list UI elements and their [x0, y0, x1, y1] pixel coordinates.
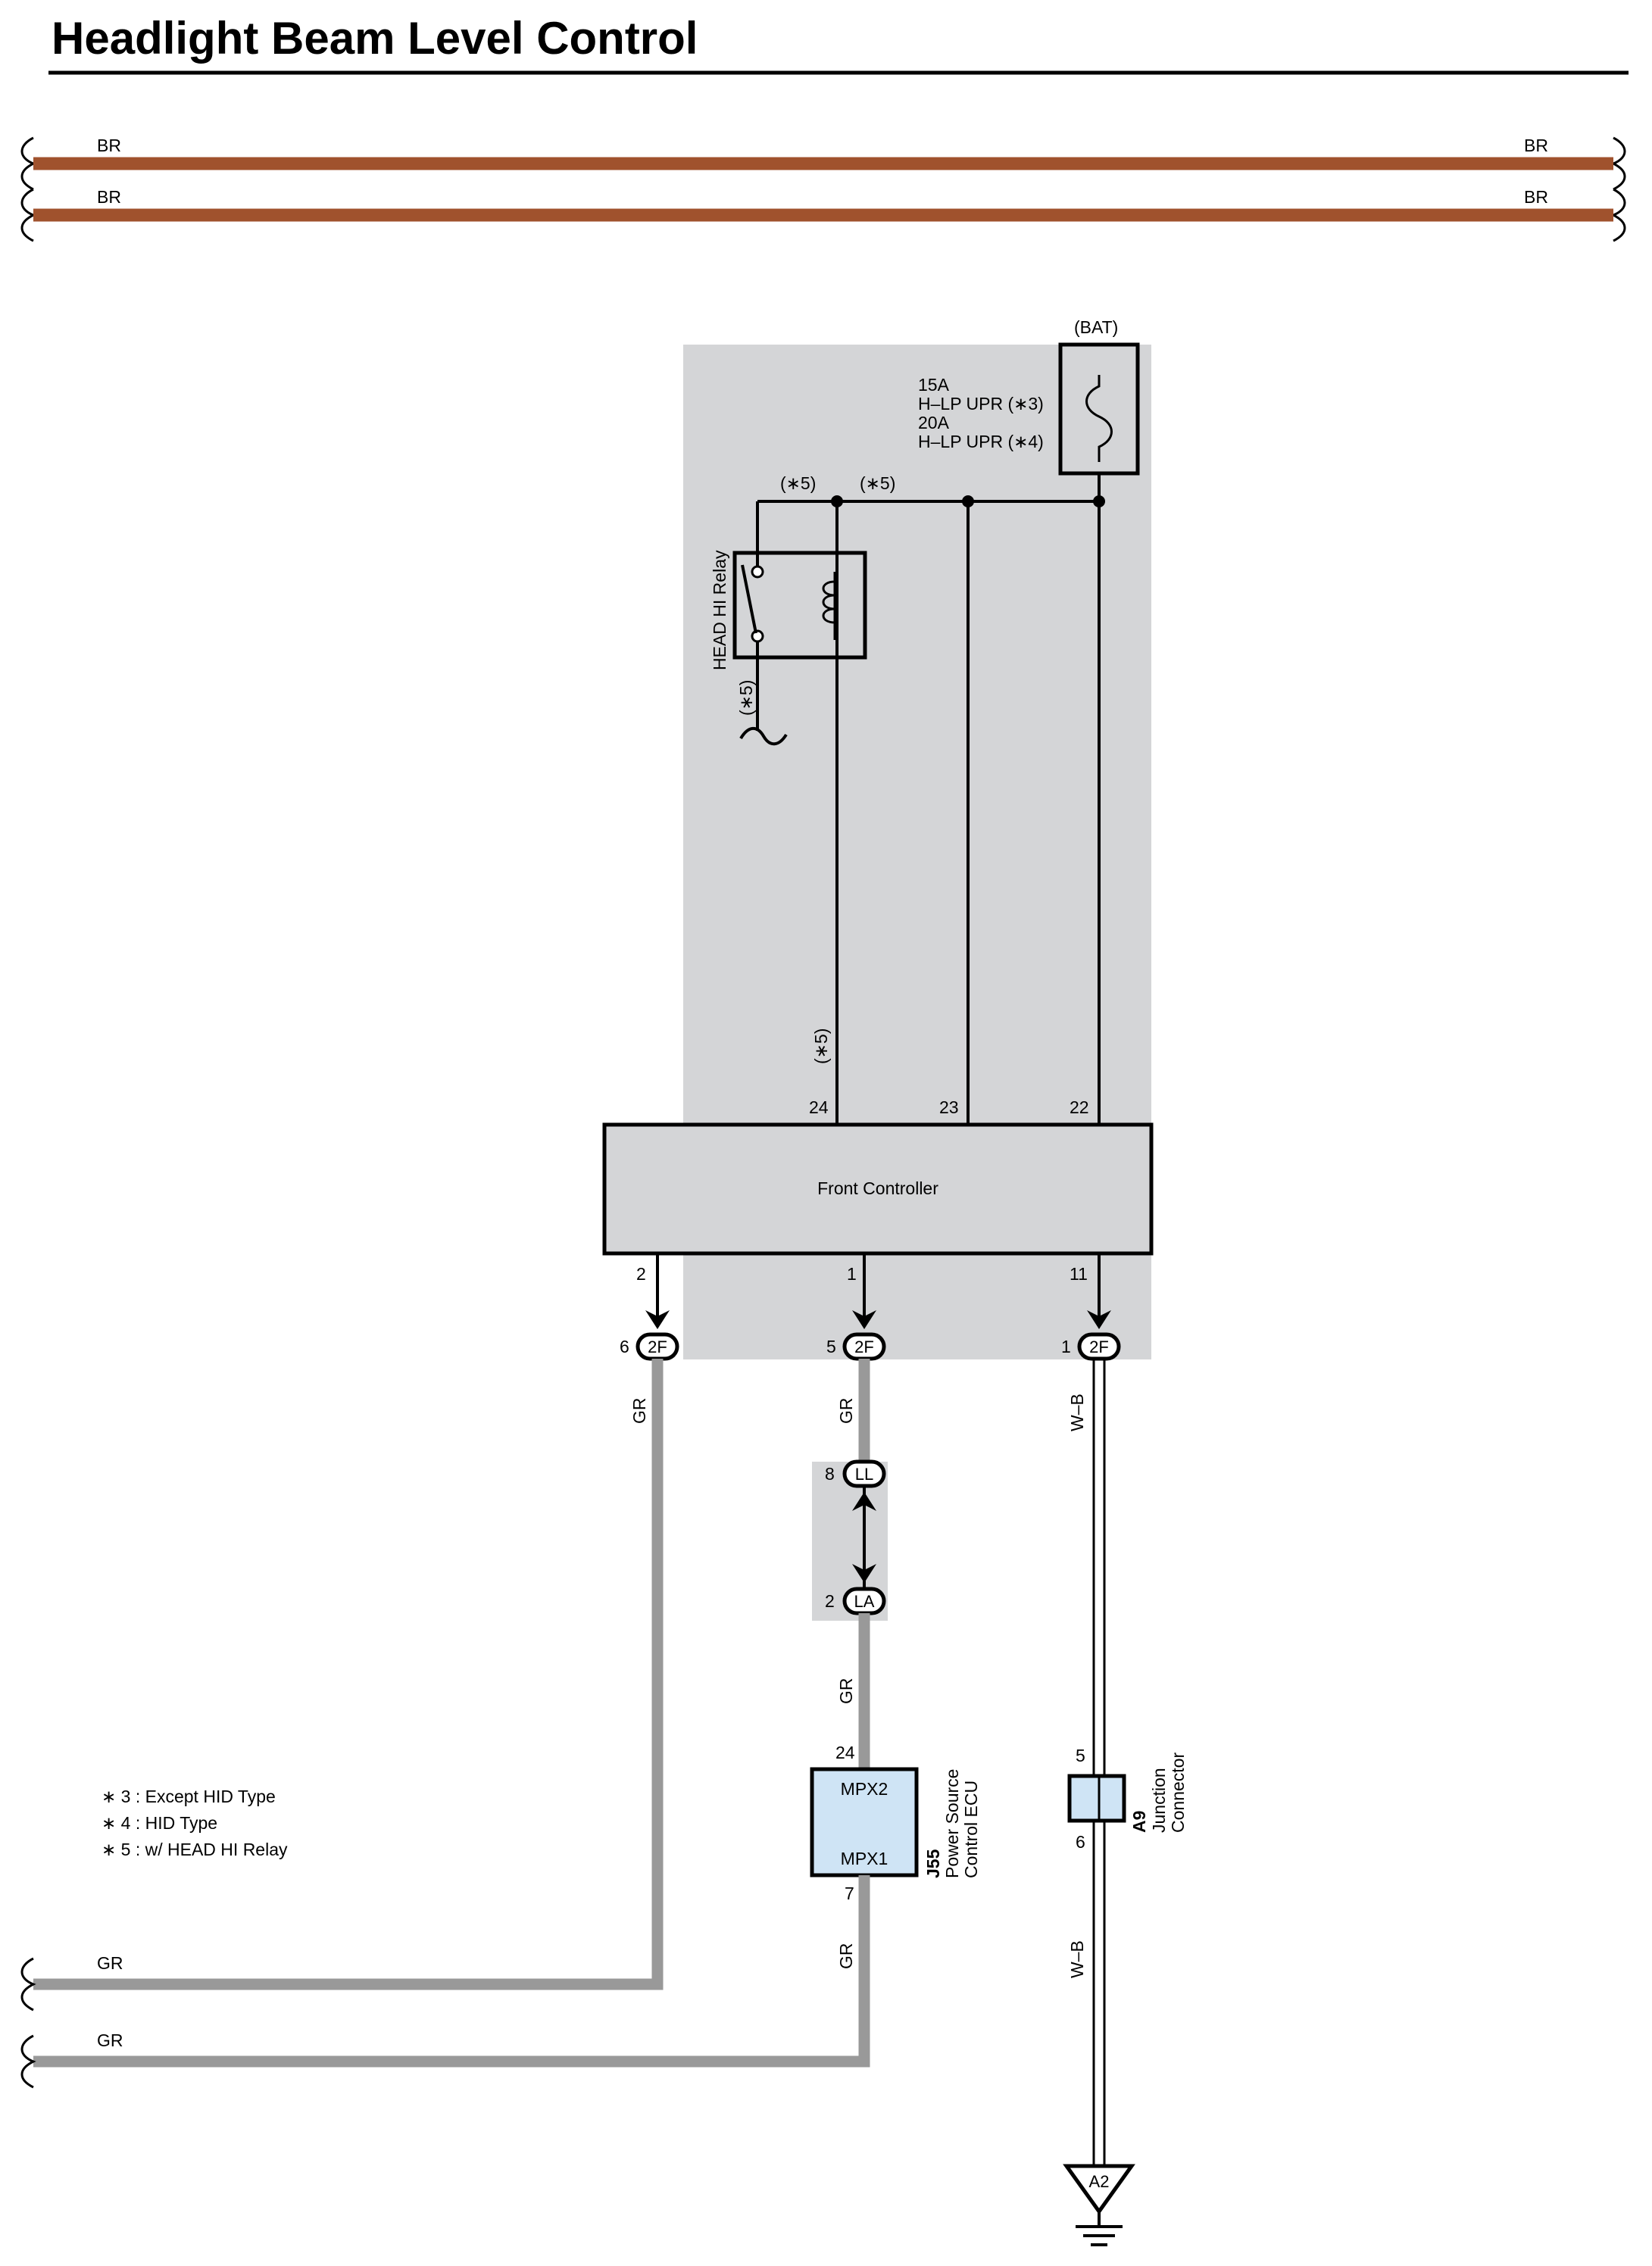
br-wire-top — [20, 136, 1626, 191]
fuse-name-2: H–LP UPR (∗4) — [918, 432, 1044, 451]
wire-label-gr-4: GR — [836, 1943, 856, 1970]
wire-break-gr-left-2 — [20, 2034, 36, 2089]
ecu-terminal-mpx1: MPX1 — [841, 1849, 888, 1868]
connector-2f-code: 2F — [1089, 1337, 1109, 1356]
gr-wire-middle-bottom — [33, 1875, 870, 2068]
front-controller-label: Front Controller — [817, 1178, 938, 1198]
ground-code: A2 — [1089, 2172, 1110, 2191]
connector-la: LA — [842, 1587, 886, 1615]
connector-2f-pin-6: 6 — [620, 1337, 629, 1356]
wire-break-gr-left-1 — [20, 1957, 36, 2012]
ecu-code: J55 — [923, 1849, 943, 1878]
connector-ll-pin: 8 — [825, 1464, 835, 1484]
ecu-name-line2: Control ECU — [961, 1781, 981, 1878]
ll-arrow — [852, 1492, 876, 1511]
connector-2f-pin-5: 5 — [826, 1337, 836, 1356]
wire-label-gr-3: GR — [836, 1678, 856, 1705]
junction-name-line2: Connector — [1168, 1753, 1188, 1833]
junction-code: A9 — [1129, 1811, 1149, 1833]
relay-note: (∗5) — [736, 680, 756, 716]
junction-pin-5: 5 — [1076, 1746, 1085, 1765]
front-controller-box — [602, 1122, 1154, 1256]
junction-name-line1: Junction — [1149, 1768, 1169, 1833]
note-5: ∗ 5 : w/ HEAD HI Relay — [101, 1840, 288, 1859]
connector-ll: LL — [842, 1459, 886, 1488]
connector-2f-pin6: 2F — [636, 1332, 679, 1361]
junction-note-2: (∗5) — [860, 473, 895, 493]
junction-pin-6: 6 — [1076, 1832, 1085, 1852]
gr-wire-left — [33, 1359, 664, 1990]
la-arrow — [852, 1564, 876, 1583]
connector-la-code: LA — [854, 1592, 875, 1611]
fuse-source-label: (BAT) — [1074, 317, 1118, 337]
relay-label: HEAD HI Relay — [710, 550, 729, 670]
arrow-heads — [645, 1310, 1111, 1329]
wire-label-gr-left-1: GR — [97, 1953, 123, 1973]
fc-pin-23: 23 — [939, 1097, 959, 1117]
ecu-name-line1: Power Source — [942, 1769, 962, 1878]
internal-wiring — [756, 473, 1101, 1125]
connector-2f-pin5: 2F — [842, 1332, 886, 1361]
fc-pin-24: 24 — [809, 1097, 829, 1117]
wire-label-wb-1: W–B — [1067, 1394, 1087, 1431]
connector-2f-pin1: 2F — [1077, 1332, 1121, 1361]
ecu-pin-7: 7 — [845, 1884, 854, 1903]
wire-label-br-bottom-left: BR — [97, 187, 121, 207]
ecu-pin-24: 24 — [835, 1743, 855, 1762]
ground-icon — [1063, 2164, 1135, 2246]
head-hi-relay — [732, 551, 867, 660]
wire-label-br-top-left: BR — [97, 136, 121, 155]
controller-output-wires — [656, 1253, 1101, 1322]
br-wire-bottom — [20, 188, 1626, 242]
page-title: Headlight Beam Level Control — [52, 13, 698, 64]
junction-note-1: (∗5) — [780, 473, 816, 493]
junction-box — [1067, 1774, 1126, 1823]
fuse-name-1: H–LP UPR (∗3) — [918, 394, 1044, 414]
fuse-icon — [1085, 375, 1113, 462]
connector-2f-code: 2F — [854, 1337, 874, 1356]
fc-pin-2: 2 — [636, 1264, 646, 1284]
pin24-note: (∗5) — [811, 1028, 831, 1064]
connector-2f-pin-1: 1 — [1061, 1337, 1071, 1356]
fuse-rating-2: 20A — [918, 413, 950, 432]
note-4: ∗ 4 : HID Type — [101, 1813, 217, 1833]
note-3: ∗ 3 : Except HID Type — [101, 1787, 276, 1806]
wire-label-gr-left-2: GR — [97, 2030, 123, 2050]
junction-dots — [831, 495, 1105, 507]
wire-label-wb-2: W–B — [1067, 1940, 1087, 1978]
wire-label-br-top-right: BR — [1524, 136, 1548, 155]
relay-coil-icon — [822, 580, 835, 624]
connector-la-pin: 2 — [825, 1591, 835, 1611]
fc-pin-1: 1 — [847, 1264, 857, 1284]
connector-2f-code: 2F — [648, 1337, 667, 1356]
fc-pin-11: 11 — [1070, 1264, 1088, 1284]
ecu-terminal-mpx2: MPX2 — [841, 1779, 888, 1799]
fc-pin-22: 22 — [1070, 1097, 1089, 1117]
wire-label-gr-2: GR — [836, 1398, 856, 1425]
fuse-rating-1: 15A — [918, 375, 950, 395]
connector-ll-code: LL — [855, 1465, 873, 1484]
wb-wire — [1092, 1359, 1106, 2166]
wire-label-gr-1: GR — [629, 1398, 649, 1425]
ecu-box — [810, 1767, 919, 1877]
relay-wire-break-icon — [739, 726, 788, 746]
wire-label-br-bottom-right: BR — [1524, 187, 1548, 207]
